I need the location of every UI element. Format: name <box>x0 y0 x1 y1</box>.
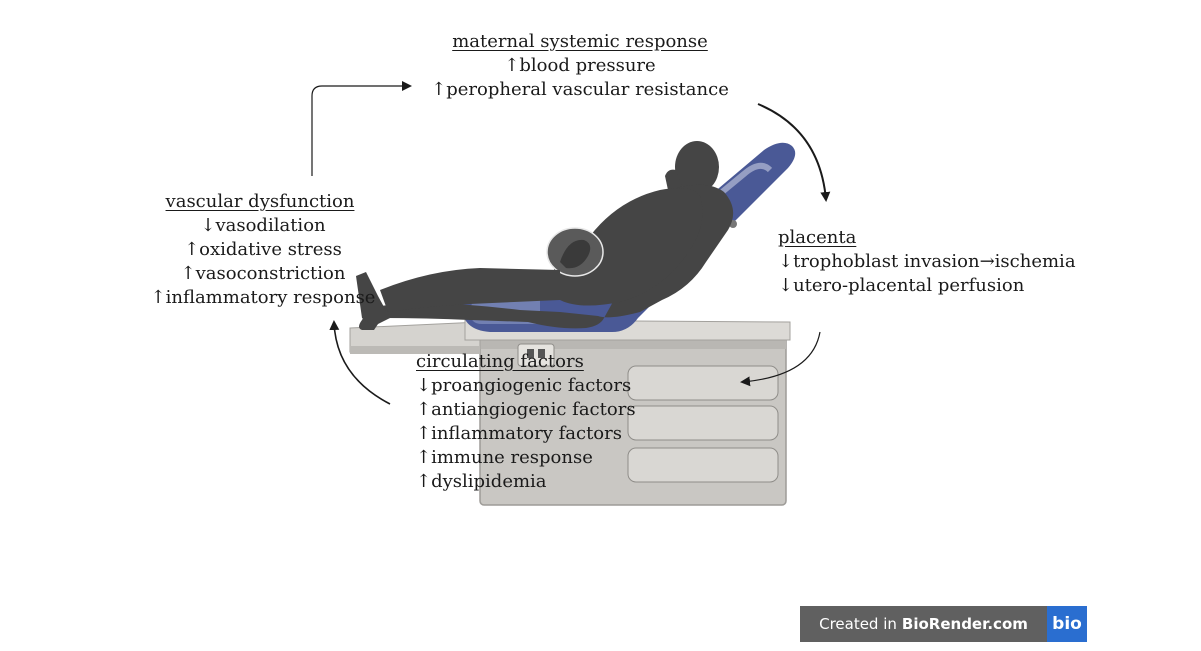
badge-brand: BioRender.com <box>901 615 1028 633</box>
circulating-item: ↑immune response <box>416 447 593 468</box>
circulating-item: ↑antiangiogenic factors <box>416 399 636 420</box>
circulating-factors-block: circulating factors ↓proangiogenic facto… <box>416 350 636 494</box>
vascular-dysfunction-block: vascular dysfunction ↓vasodilation ↑oxid… <box>148 190 378 310</box>
table-drawer-2 <box>627 405 779 441</box>
maternal-systemic-response-block: maternal systemic response ↑blood pressu… <box>400 30 760 102</box>
pregnant-woman-figure <box>356 141 734 330</box>
circulating-item: ↑inflammatory factors <box>416 423 622 444</box>
vascular-title: vascular dysfunction <box>165 191 355 212</box>
placenta-item: ↓utero-placental perfusion <box>778 275 1025 296</box>
arrow-placenta-to-circulating <box>740 331 821 387</box>
arrow-circulating-to-vascular <box>329 320 391 405</box>
exam-table <box>349 319 791 506</box>
table-drawer-1 <box>627 365 779 401</box>
placenta-title: placenta <box>778 227 857 248</box>
vascular-item: ↑inflammatory response <box>150 287 376 308</box>
biorender-badge[interactable]: Created in BioRender.com bio <box>800 606 1087 642</box>
vascular-item: ↑vasoconstriction <box>180 263 346 284</box>
vascular-item: ↓vasodilation <box>200 215 326 236</box>
vascular-item: ↑oxidative stress <box>184 239 342 260</box>
biorender-logo-icon: bio <box>1047 606 1087 642</box>
badge-prefix: Created in <box>819 615 897 633</box>
maternal-item: ↑blood pressure <box>504 55 656 76</box>
arrow-vascular-to-maternal <box>311 81 412 176</box>
circulating-item: ↓proangiogenic factors <box>416 375 632 396</box>
arrow-maternal-to-placenta <box>757 103 831 202</box>
placenta-item: ↓trophoblast invasion→ischemia <box>778 251 1076 272</box>
maternal-item: ↑peropheral vascular resistance <box>431 79 729 100</box>
circulating-title: circulating factors <box>416 351 584 372</box>
circulating-item: ↑dyslipidemia <box>416 471 547 492</box>
placenta-block: placenta ↓trophoblast invasion→ischemia … <box>778 226 1076 298</box>
badge-text: Created in BioRender.com <box>800 606 1047 642</box>
table-drawer-3 <box>627 447 779 483</box>
maternal-title: maternal systemic response <box>452 31 708 52</box>
